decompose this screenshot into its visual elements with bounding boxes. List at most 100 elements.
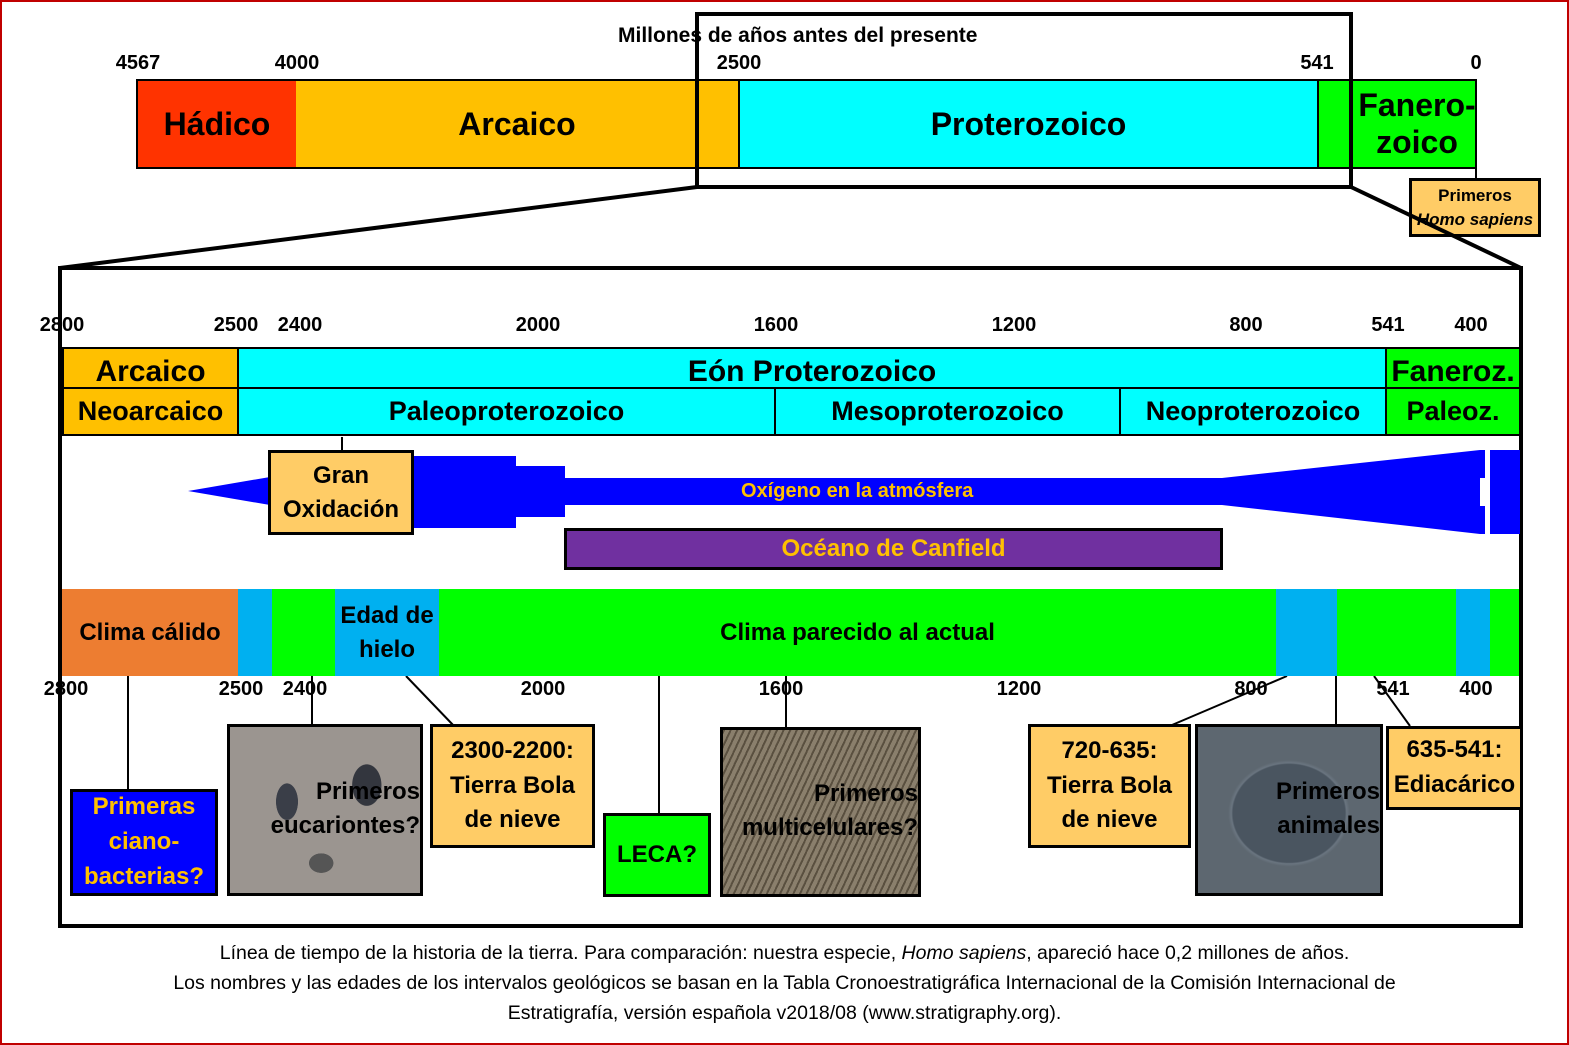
detail-tick-top-2800: 2800 <box>39 314 85 336</box>
eon-phanerozoic: Fanero- zoico <box>1317 79 1477 169</box>
event-leca: LECA? <box>603 813 711 897</box>
climate-ice-age-line2: hielo <box>358 635 415 663</box>
detail-tick-bottom-2000: 2000 <box>520 678 566 700</box>
eon-phanerozoic-label-2: zoico <box>1376 124 1458 160</box>
oxygen-label: Oxígeno en la atmósfera <box>741 480 974 502</box>
eon-hadean-label: Hádico <box>163 105 271 142</box>
zoom-connector-left <box>59 185 698 270</box>
detail-tick-bottom-541: 541 <box>1376 678 1410 700</box>
event-snowball-1-line3: de nieve <box>464 806 561 834</box>
era-paleozoic-label: Paleoz. <box>1406 395 1500 426</box>
event-snowball-1: 2300-2200: Tierra Bola de nieve <box>430 724 595 848</box>
event-cyanobacteria-line2: ciano- <box>108 828 180 856</box>
event-cyanobacteria: Primeras ciano- bacterias? <box>70 789 218 896</box>
eon-archean-label: Arcaico <box>458 105 576 142</box>
event-eukaryotes-line2: eucariontes? <box>270 812 420 839</box>
event-multicellular-photo: Primeros multicelulares? <box>720 727 921 897</box>
detail-eon-archean: Arcaico <box>62 347 239 389</box>
detail-tick-top-541: 541 <box>1371 314 1405 336</box>
zoom-connector-right <box>1350 185 1522 270</box>
detail-eon-phanerozoic: Faneroz. <box>1385 347 1519 389</box>
eon-archean: Arcaico <box>296 79 740 169</box>
climate-ice-age-line1: Edad de <box>340 601 434 629</box>
event-ediacaran: 635-541: Ediacárico <box>1386 726 1520 810</box>
eon-proterozoic-label: Proterozoico <box>930 105 1127 142</box>
eon-phanerozoic-label-1: Fanero- <box>1358 87 1476 124</box>
zoom-window <box>695 12 1353 189</box>
detail-panel <box>58 266 1523 928</box>
era-neoproterozoic: Neoproterozoico <box>1119 387 1387 436</box>
event-snowball-2: 720-635: Tierra Bola de nieve <box>1028 724 1191 848</box>
event-eukaryotes-photo: Primeros eucariontes? <box>227 724 423 896</box>
ediacaran-connector <box>1373 675 1411 727</box>
climate-ice-age: Edad de hielo <box>335 589 439 676</box>
era-paleoproterozoic-label: Paleoproterozoico <box>388 395 625 426</box>
top-tick-541: 541 <box>1300 52 1334 74</box>
detail-tick-bottom-2800: 2800 <box>43 678 89 700</box>
climate-modern-main: Clima parecido al actual <box>439 589 1276 676</box>
climate-modern-2 <box>1337 589 1456 676</box>
era-mesoproterozoic: Mesoproterozoico <box>774 387 1121 436</box>
detail-tick-top-2500: 2500 <box>213 314 259 336</box>
event-eukaryotes-line1: Primeros <box>315 778 420 806</box>
climate-ice-2 <box>1276 589 1337 676</box>
climate-warm: Clima cálido <box>62 589 238 676</box>
detail-tick-top-1600: 1600 <box>753 314 799 336</box>
detail-eon-proterozoic: Eón Proterozoico <box>237 347 1387 389</box>
climate-modern-main-label: Clima parecido al actual <box>720 618 995 646</box>
detail-tick-bottom-800: 800 <box>1234 678 1268 700</box>
caption-line-1: Línea de tiempo de la historia de la tie… <box>0 938 1569 968</box>
era-neoproterozoic-label: Neoproterozoico <box>1145 395 1361 426</box>
detail-tick-bottom-1200: 1200 <box>996 678 1042 700</box>
era-mesoproterozoic-label: Mesoproterozoico <box>831 395 1064 426</box>
event-multicellular-line2: multicelulares? <box>741 814 918 841</box>
event-cyanobacteria-line3: bacterias? <box>83 862 205 890</box>
snowball-2-connector <box>1171 675 1288 726</box>
top-axis-title: Millones de años antes del presente <box>618 24 978 47</box>
event-snowball-2-line1: 720-635: <box>1061 736 1158 764</box>
climate-modern-3 <box>1490 589 1519 676</box>
canfield-ocean-bar: Océano de Canfield <box>564 528 1223 570</box>
caption-line-3: Estratigrafía, versión española v2018/08… <box>507 1002 1062 1024</box>
great-oxidation-line2: Oxidación <box>282 495 400 523</box>
era-paleozoic: Paleoz. <box>1385 387 1519 436</box>
event-snowball-2-line2: Tierra Bola <box>1047 771 1172 799</box>
event-leca-label: LECA? <box>617 840 697 868</box>
event-animals-line1: Primeros <box>1275 778 1380 806</box>
top-tick-0: 0 <box>1470 52 1482 74</box>
climate-ice-3 <box>1456 589 1490 676</box>
event-animals-photo: Primeros animales <box>1195 724 1383 896</box>
oxygen-wedge <box>188 477 270 505</box>
event-snowball-1-line1: 2300-2200: <box>451 736 574 764</box>
snowball-1-connector <box>405 675 455 727</box>
era-neoarchean: Neoarcaico <box>62 387 239 436</box>
oxygen-band-end-a <box>1480 450 1485 478</box>
event-snowball-1-line2: Tierra Bola <box>450 771 575 799</box>
caption-line-1-a: Línea de tiempo de la historia de la tie… <box>219 942 902 964</box>
oxygen-band-high <box>414 450 1480 534</box>
climate-warm-label: Clima cálido <box>79 618 221 646</box>
climate-ice-1 <box>238 589 272 676</box>
detail-tick-bottom-2500: 2500 <box>218 678 264 700</box>
eon-proterozoic: Proterozoico <box>738 79 1319 169</box>
great-oxidation-line1: Gran <box>312 461 369 489</box>
caption-line-1-species: Homo sapiens <box>901 942 1027 964</box>
caption-line-2: Los nombres y las edades de los interval… <box>173 972 1396 994</box>
detail-tick-top-400: 400 <box>1454 314 1488 336</box>
detail-tick-top-2400: 2400 <box>277 314 323 336</box>
event-snowball-2-line3: de nieve <box>1061 806 1158 834</box>
detail-tick-top-2000: 2000 <box>515 314 561 336</box>
top-tick-2500: 2500 <box>716 52 762 74</box>
top-tick-4567: 4567 <box>115 52 161 74</box>
homo-sapiens-note-line1: Primeros <box>1438 185 1512 205</box>
canfield-ocean-label: Océano de Canfield <box>781 534 1006 562</box>
homo-sapiens-note-line2: Homo sapiens <box>1416 209 1534 229</box>
climate-modern-1 <box>272 589 335 676</box>
detail-eon-phanerozoic-label: Faneroz. <box>1391 354 1515 388</box>
detail-tick-bottom-1600: 1600 <box>758 678 804 700</box>
great-oxidation-box: Gran Oxidación <box>268 450 414 535</box>
event-multicellular-line1: Primeros <box>813 780 918 808</box>
detail-tick-bottom-2400: 2400 <box>282 678 328 700</box>
